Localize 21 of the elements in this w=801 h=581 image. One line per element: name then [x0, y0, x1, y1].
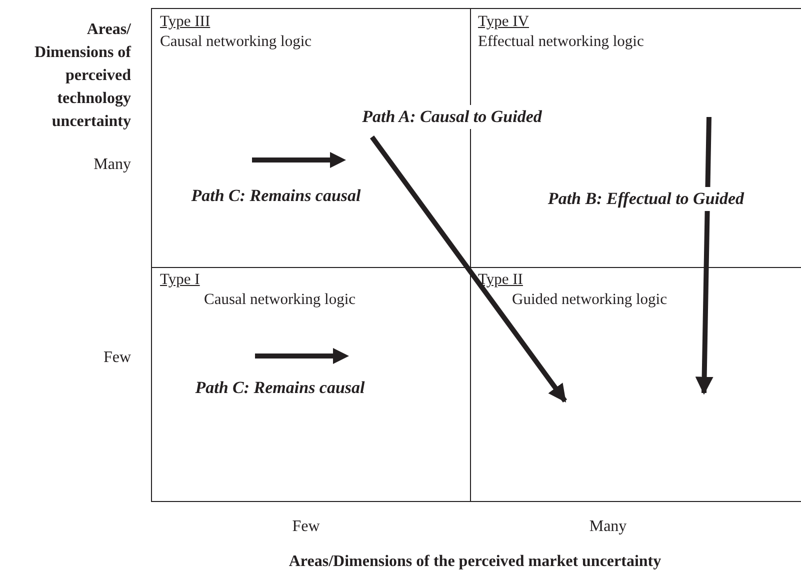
edge-label: Path A: Causal to Guided: [359, 105, 545, 129]
quadrant-text: Causal networking logic: [160, 33, 312, 51]
quadrant-heading: Type IV: [478, 13, 529, 31]
path-label: Path C: Remains causal: [191, 186, 361, 206]
quadrant-text: Guided networking logic: [512, 291, 667, 309]
path-label: Path C: Remains causal: [195, 378, 365, 398]
quadrant-heading: Type III: [160, 13, 210, 31]
quadrant-text: Effectual networking logic: [478, 33, 644, 51]
quadrant-heading: Type II: [478, 271, 523, 289]
quadrant-heading: Type I: [160, 271, 200, 289]
quadrant-box: [151, 267, 471, 502]
axis-tick-label: Few: [103, 349, 131, 367]
arrow: [695, 116, 714, 395]
axis-tick-label: Many: [589, 518, 627, 536]
axis-tick-label: Few: [292, 518, 320, 536]
edge-label: Path B: Effectual to Guided: [544, 187, 748, 211]
quadrant-box: [151, 8, 471, 268]
axis-tick-label: Many: [94, 156, 131, 174]
axis-title: Areas/ Dimensions of perceived technology uncertainty: [34, 20, 131, 132]
axis-title: Areas/Dimensions of the perceived market uncertainty: [288, 553, 662, 571]
quadrant-text: Causal networking logic: [204, 291, 356, 309]
